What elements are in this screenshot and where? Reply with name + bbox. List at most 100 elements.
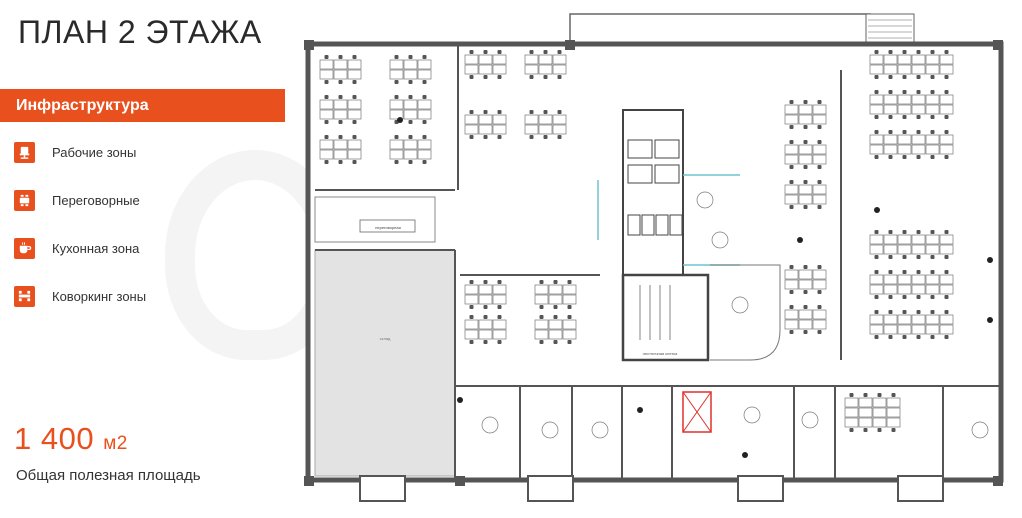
chair	[916, 230, 921, 234]
desk	[492, 54, 507, 65]
chair	[543, 75, 548, 79]
chair	[539, 280, 544, 284]
desk	[925, 324, 940, 335]
desk	[869, 314, 884, 325]
chair	[916, 270, 921, 274]
desk	[897, 144, 912, 155]
desk	[872, 407, 887, 418]
desk	[403, 139, 418, 150]
chair	[408, 80, 413, 84]
chair	[394, 55, 399, 59]
chair	[902, 270, 907, 274]
desk	[478, 329, 493, 340]
desk	[911, 244, 926, 255]
chair	[888, 155, 893, 159]
chair	[497, 110, 502, 114]
desk	[939, 234, 954, 245]
desk	[939, 94, 954, 105]
desk	[548, 329, 563, 340]
chair	[338, 135, 343, 139]
desk	[869, 54, 884, 65]
chair	[916, 50, 921, 54]
chair	[338, 160, 343, 164]
desk	[464, 294, 479, 305]
desk	[798, 269, 813, 280]
desk	[883, 134, 898, 145]
chair	[483, 50, 488, 54]
desk	[464, 114, 479, 125]
desk	[478, 124, 493, 135]
desk	[492, 124, 507, 135]
chair	[902, 50, 907, 54]
chair	[497, 50, 502, 54]
desk	[478, 54, 493, 65]
desk	[883, 324, 898, 335]
desk	[538, 64, 553, 75]
plant	[987, 317, 993, 323]
chair	[803, 265, 808, 269]
desk	[347, 139, 362, 150]
chair	[789, 140, 794, 144]
chair	[469, 305, 474, 309]
legend-label: Коворкинг зоны	[52, 288, 147, 304]
chair	[944, 310, 949, 314]
chair	[469, 280, 474, 284]
desk	[319, 99, 334, 110]
chair	[529, 135, 534, 139]
desk	[911, 54, 926, 65]
area-number: 1 400	[14, 421, 95, 456]
desk	[417, 109, 432, 120]
desk	[389, 149, 404, 160]
desk	[333, 99, 348, 110]
desk	[897, 234, 912, 245]
desk	[812, 114, 827, 125]
legend-item-coworking: Коворкинг зоны	[14, 284, 146, 308]
desk	[798, 144, 813, 155]
desk	[939, 274, 954, 285]
desk	[534, 319, 549, 330]
chair	[916, 335, 921, 339]
chair	[817, 290, 822, 294]
chair	[529, 110, 534, 114]
chair	[789, 100, 794, 104]
desk	[403, 59, 418, 70]
desk	[798, 184, 813, 195]
desk	[939, 144, 954, 155]
chair	[930, 255, 935, 259]
desk	[403, 69, 418, 80]
desk	[897, 54, 912, 65]
plan-base: склад лестничная клетка	[304, 13, 1004, 502]
chair	[422, 160, 427, 164]
desk	[478, 294, 493, 305]
desk	[883, 284, 898, 295]
chair	[338, 80, 343, 84]
desk	[869, 274, 884, 285]
chair	[874, 335, 879, 339]
chair	[422, 80, 427, 84]
chair	[803, 305, 808, 309]
chair	[803, 205, 808, 209]
chair	[849, 428, 854, 432]
chair	[394, 80, 399, 84]
chair	[916, 115, 921, 119]
desk	[939, 284, 954, 295]
chair	[352, 160, 357, 164]
chair	[497, 315, 502, 319]
desk	[911, 94, 926, 105]
chair	[888, 115, 893, 119]
chair	[817, 100, 822, 104]
desk	[347, 109, 362, 120]
desk	[417, 99, 432, 110]
chair	[803, 330, 808, 334]
chair	[338, 95, 343, 99]
chair	[497, 305, 502, 309]
chair	[469, 110, 474, 114]
info-panel: ПЛАН 2 ЭТАЖА Инфраструктура Рабочие зоны…	[0, 0, 345, 518]
desk	[897, 244, 912, 255]
desk	[333, 139, 348, 150]
chair	[529, 50, 534, 54]
desk	[883, 234, 898, 245]
chair	[803, 100, 808, 104]
chair	[557, 135, 562, 139]
desk	[812, 144, 827, 155]
